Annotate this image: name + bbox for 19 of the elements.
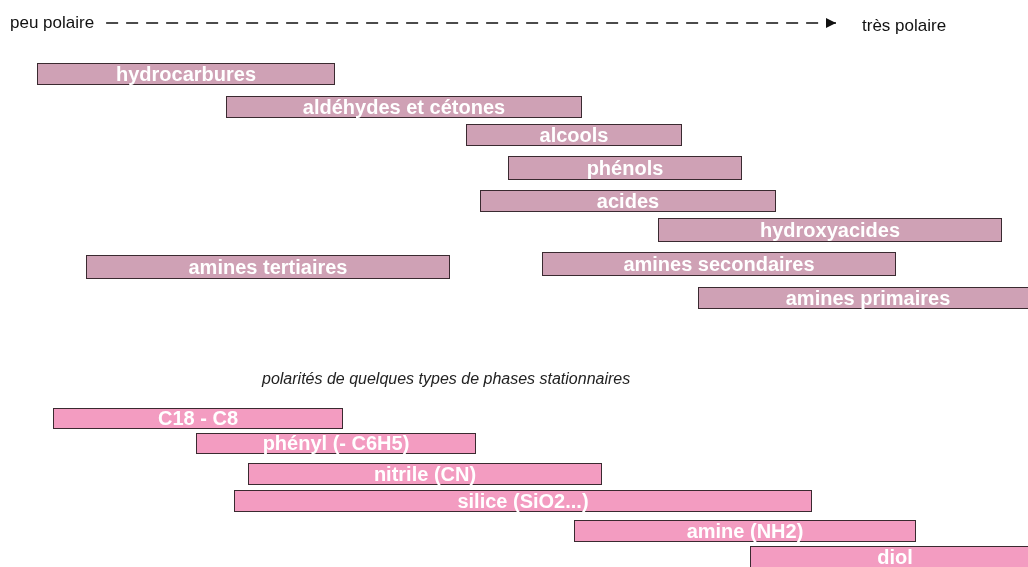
range-bar: amine (NH2)	[574, 520, 916, 542]
range-bar: acides	[480, 190, 776, 212]
axis-end-label: très polaire	[862, 16, 947, 36]
range-bar: phényl (- C6H5)	[196, 433, 476, 454]
range-bar: alcools	[466, 124, 682, 146]
range-bar: amines tertiaires	[86, 255, 450, 279]
range-bar: nitrile (CN)	[248, 463, 602, 485]
axis-end-label: peu polaire	[10, 13, 95, 33]
dashed-arrow	[105, 17, 837, 29]
range-bar: amines primaires	[698, 287, 1028, 309]
range-bar: phénols	[508, 156, 742, 180]
range-bar: amines secondaires	[542, 252, 896, 276]
range-bar: diol	[750, 546, 1028, 567]
range-bar: silice (SiO2...)	[234, 490, 812, 512]
range-bar: hydrocarbures	[37, 63, 335, 85]
range-bar: aldéhydes et cétones	[226, 96, 582, 118]
range-bar: hydroxyacides	[658, 218, 1002, 242]
range-bar: C18 - C8	[53, 408, 343, 429]
section-caption: polarités de quelques types de phases stationnaires	[262, 370, 631, 388]
